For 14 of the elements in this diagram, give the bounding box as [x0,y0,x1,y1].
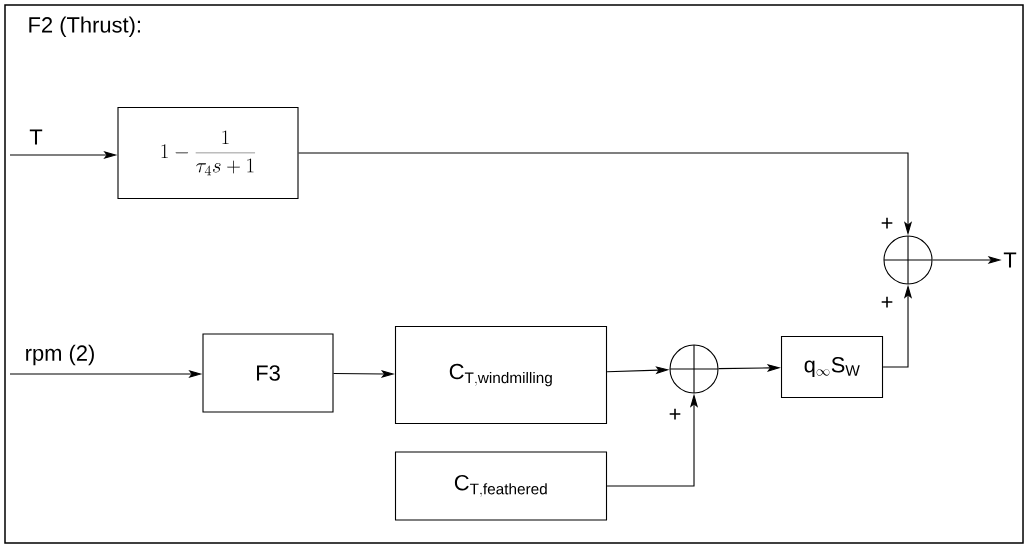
block-box: $\mathrm{C}_{\mathrm{T,windmilling}}$ [394,325,608,425]
sign-label: + [881,217,893,229]
block-box: $\mathrm{q}_{\infty}\mathrm{S}_{\mathrm{W}}$ [780,335,884,399]
title: F2 (Thrust): [29,16,140,37]
output-label: T [1003,252,1017,268]
block-box: $1 - \frac{1}{\tau_4 s + 1}$ [117,106,299,200]
block-box: F3 [202,333,334,413]
sign-label: + [881,296,893,308]
summing-junction [883,235,933,285]
summing-junction [669,344,719,394]
sign-label: + [669,408,681,420]
block-box: $\mathrm{C}_{\mathrm{T,feathered}}$ [394,451,608,521]
signal-label: rpm (2) [23,343,97,367]
signal-label: T [28,128,44,146]
